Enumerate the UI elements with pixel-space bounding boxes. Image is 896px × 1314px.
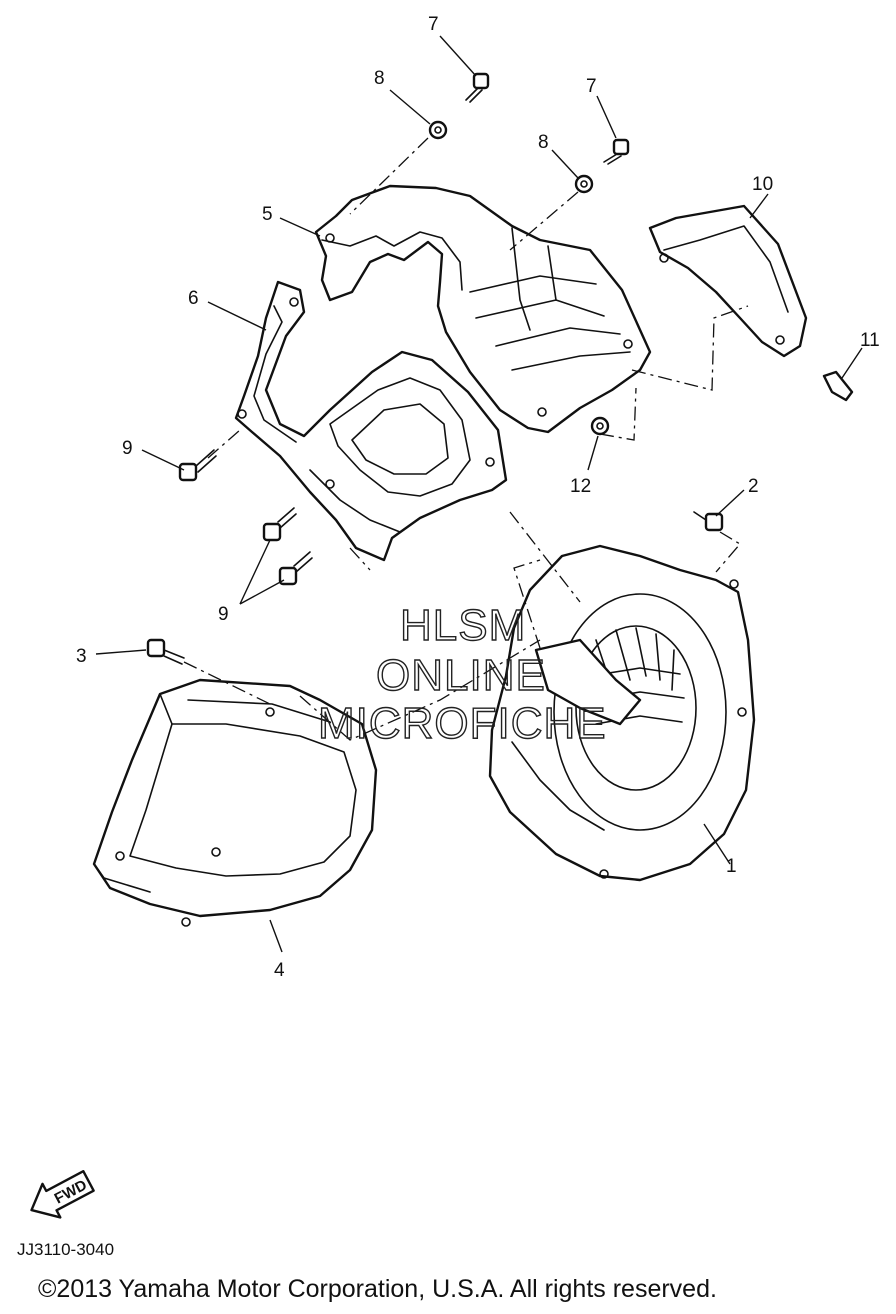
callout-8a: 8	[374, 68, 385, 89]
callout-7b: 7	[586, 76, 597, 97]
rivet-11-icon	[822, 370, 854, 402]
callout-5: 5	[262, 204, 273, 225]
callout-10: 10	[752, 174, 773, 195]
callout-11: 11	[860, 330, 880, 351]
watermark-line-1: HLSM	[400, 601, 526, 650]
watermark-line-3: MICROFICHE	[318, 699, 607, 748]
callout-7a: 7	[428, 14, 439, 35]
watermark-line-2: ONLINE	[376, 651, 546, 700]
bolt-3-icon	[146, 638, 185, 665]
bolt-7a-icon	[465, 72, 490, 103]
callout-9a: 9	[122, 438, 133, 459]
assembly-lines	[183, 137, 749, 741]
callout-2: 2	[748, 476, 759, 497]
part-6-duct-cover	[234, 280, 508, 562]
watermark: HLSM ONLINE MICROFICHE	[317, 600, 607, 748]
bolt-7b-icon	[603, 138, 630, 165]
callout-3: 3	[76, 646, 87, 667]
washer-8b-icon	[574, 174, 594, 194]
part-4-lower-cover	[92, 678, 378, 927]
part-5-air-duct	[314, 184, 652, 434]
callout-4: 4	[274, 960, 285, 981]
copyright-notice: ©2013 Yamaha Motor Corporation, U.S.A. A…	[38, 1275, 717, 1303]
grommet-12-icon	[590, 416, 610, 436]
callout-6: 6	[188, 288, 199, 309]
bolt-9c-icon	[278, 551, 313, 586]
bolt-2-icon	[693, 511, 724, 532]
leader-lines	[95, 35, 863, 953]
callout-1: 1	[726, 856, 737, 877]
callout-9b: 9	[218, 604, 229, 625]
part-1-fan-shroud	[488, 544, 756, 882]
washer-8a-icon	[428, 120, 448, 140]
bolt-9a-icon	[178, 449, 217, 482]
diagram-code: JJ3110-3040	[17, 1240, 115, 1259]
callout-12: 12	[570, 476, 591, 497]
callout-8b: 8	[538, 132, 549, 153]
part-10-side-cover	[648, 204, 808, 358]
fwd-arrow-icon: FWD	[30, 1170, 95, 1219]
bolt-9b-icon	[262, 507, 297, 542]
